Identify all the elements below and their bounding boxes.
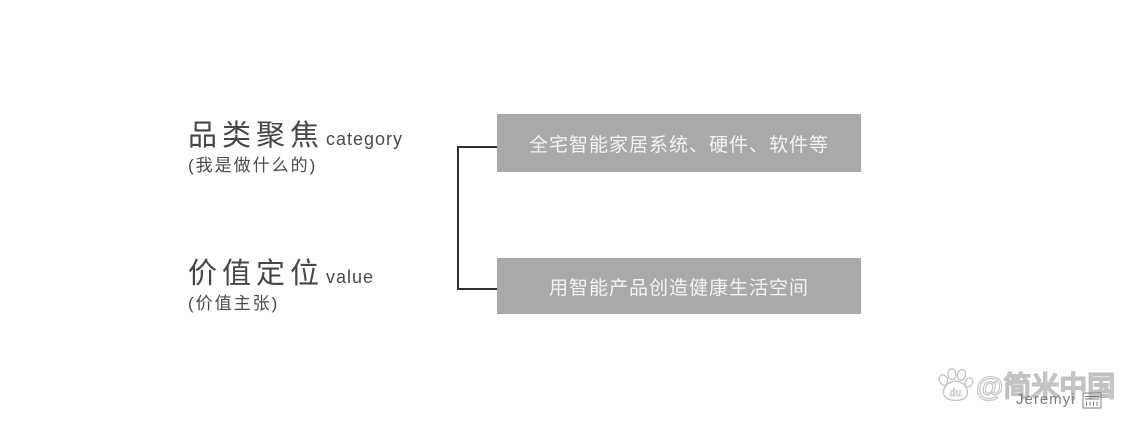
value-title-row: 价值定位 value [188,250,375,290]
watermark: du @简米中国 Jeremyi [936,364,1136,420]
category-title-zh: 品类聚焦 [188,120,325,152]
value-subtitle: (价值主张) [188,294,280,313]
category-box-text: 全宅智能家居系统、硬件、软件等 [528,134,829,156]
value-title-zh: 价值定位 [188,258,325,290]
watermark-handle: @简米中国 [975,370,1116,402]
connector-vertical-line [457,146,459,290]
value-title-en: value [326,267,375,287]
seal-stamp-icon [1082,392,1102,409]
watermark-overlay-text: Jeremyi [1016,391,1076,408]
label-group-value: 价值定位 value (价值主张) [188,250,374,314]
category-title-en: category [326,129,404,149]
label-group-category: 品类聚焦 category (我是做什么的) [188,112,403,176]
value-box-text: 用智能产品创造健康生活空间 [548,277,809,299]
baidu-paw-icon: du [938,368,974,402]
category-subtitle: (我是做什么的) [188,156,318,175]
category-title-row: 品类聚焦 category [188,112,404,152]
value-box: 用智能产品创造健康生活空间 [497,258,861,314]
connector-top-line [457,146,497,148]
connector-bottom-line [457,288,497,290]
category-box: 全宅智能家居系统、硬件、软件等 [497,114,861,172]
svg-text:du: du [949,388,961,399]
